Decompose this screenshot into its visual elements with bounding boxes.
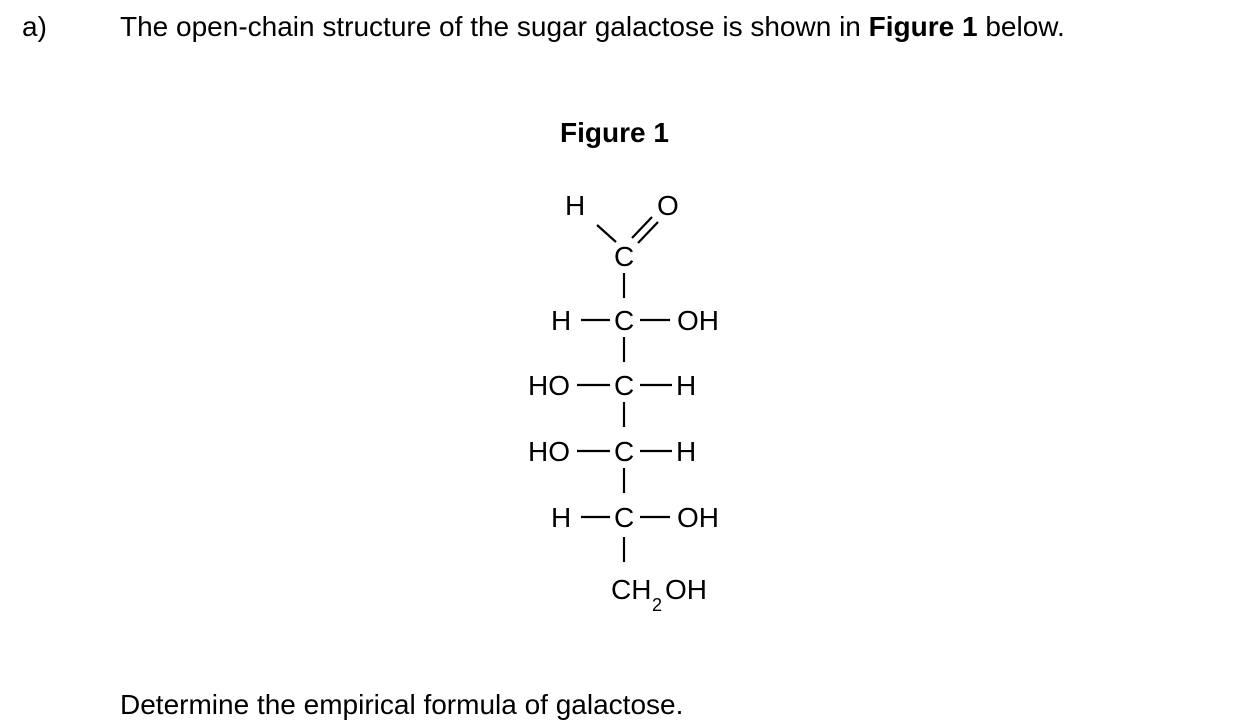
atom-c4-left: HO [528, 436, 570, 467]
atom-c2: C [614, 305, 634, 336]
atom-c2-right: OH [677, 305, 719, 336]
question-intro: The open-chain structure of the sugar ga… [120, 10, 1065, 44]
question-label: a) [22, 11, 47, 42]
atom-c6-oh: OH [665, 574, 707, 605]
atom-c5-left: H [551, 502, 571, 533]
atom-c3-right: H [676, 370, 696, 401]
atom-c6-ch: CH [611, 574, 651, 605]
atom-c5-right: OH [677, 502, 719, 533]
bond-c1-o-1 [631, 216, 653, 239]
atom-c3-left: HO [528, 370, 570, 401]
atom-c4: C [614, 436, 634, 467]
intro-text-end: below. [977, 11, 1065, 42]
bond-c1-o-2 [637, 221, 659, 244]
atom-aldehyde-h: H [565, 190, 585, 221]
question-prompt: Determine the empirical formula of galac… [120, 689, 684, 720]
atom-c5: C [614, 502, 634, 533]
atom-c2-left: H [551, 305, 571, 336]
atom-c4-right: H [676, 436, 696, 467]
atom-aldehyde-o: O [657, 190, 679, 221]
atom-c6-subscript: 2 [652, 595, 662, 615]
atom-c3: C [614, 370, 634, 401]
bond-c1-h [596, 224, 617, 243]
figure-title: Figure 1 [560, 117, 669, 148]
intro-figure-ref: Figure 1 [868, 11, 978, 42]
intro-text-start: The open-chain structure of the sugar ga… [120, 11, 869, 42]
atom-c1: C [614, 241, 634, 272]
